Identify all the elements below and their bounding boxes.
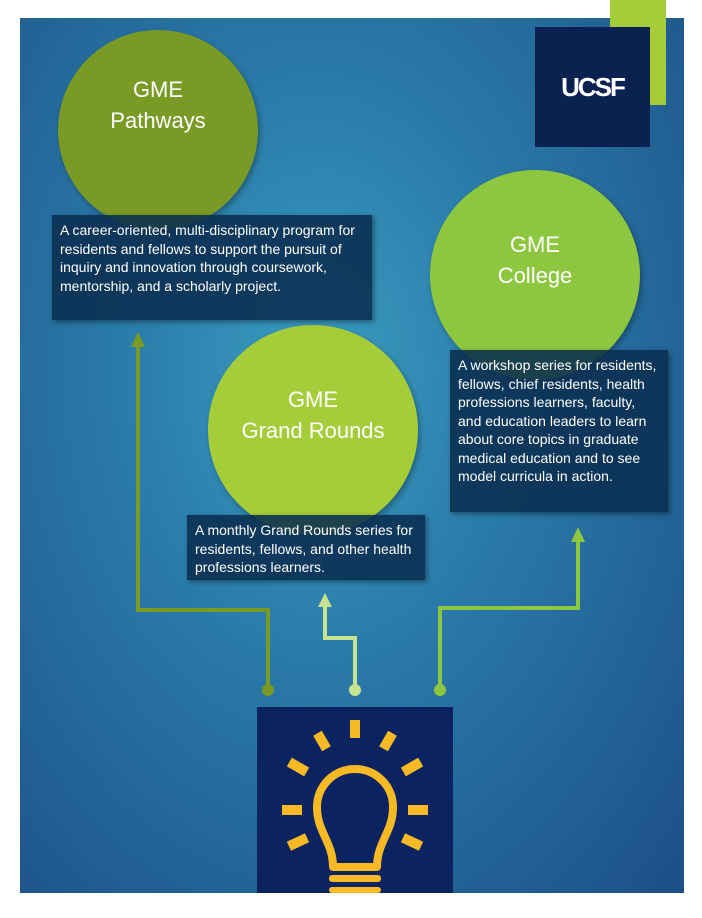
dot-college — [434, 684, 446, 696]
arrow-pathways — [136, 345, 270, 690]
college-description: A workshop series for residents, fellows… — [450, 350, 668, 512]
ucsf-logo: UCSF — [535, 27, 650, 147]
lightbulb-icon — [282, 720, 428, 893]
arrowhead-pathways — [131, 332, 145, 347]
lightbulb-box — [257, 707, 453, 893]
arrowhead-college — [571, 527, 585, 542]
arrowhead-grand-rounds — [318, 593, 332, 607]
dot-grand-rounds — [349, 684, 361, 696]
grand-rounds-description: A monthly Grand Rounds series for reside… — [187, 515, 425, 580]
dot-pathways — [262, 684, 274, 696]
arrow-college — [438, 540, 580, 690]
arrow-grand-rounds — [323, 605, 357, 690]
pathways-description: A career-oriented, multi-disciplinary pr… — [52, 215, 372, 320]
